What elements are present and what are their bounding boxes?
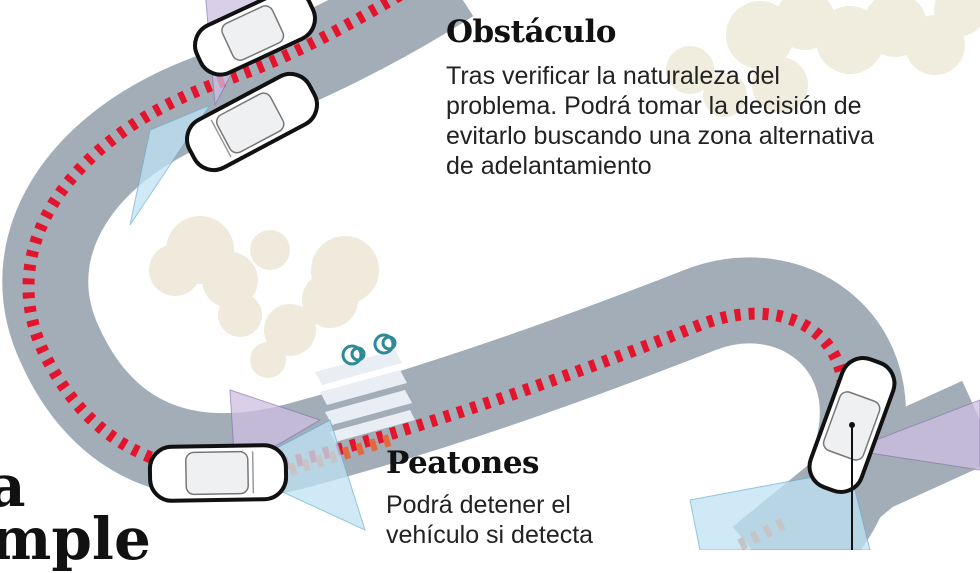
sensor-cone-icon — [129, 0, 980, 550]
headline-fragment: a — [0, 452, 26, 520]
callout-body-line: de adelantamiento — [446, 152, 652, 180]
callout-title: Obstáculo — [446, 14, 616, 50]
callout-body-line: Tras verificar la naturaleza del — [446, 62, 780, 90]
car-icon — [147, 443, 289, 503]
scene-illustration — [2, 0, 980, 550]
car-icon — [185, 71, 319, 173]
callout-body-line: evitarlo buscando una zona alternativa — [446, 122, 875, 150]
tree-cluster-top-right — [666, 0, 980, 117]
car-icon — [193, 0, 317, 77]
pedestrian-icon — [341, 333, 397, 366]
headline-fragment: mple — [0, 505, 151, 573]
callout-body-line: vehículo si detecta — [386, 521, 594, 549]
callout-title: Peatones — [386, 445, 540, 481]
callout-body-line: Podrá detener el — [386, 491, 571, 519]
tree-cluster-centre — [149, 216, 379, 378]
crosswalk — [315, 350, 415, 442]
callout-body-line: problema. Podrá tomar la decisión de — [446, 92, 862, 120]
